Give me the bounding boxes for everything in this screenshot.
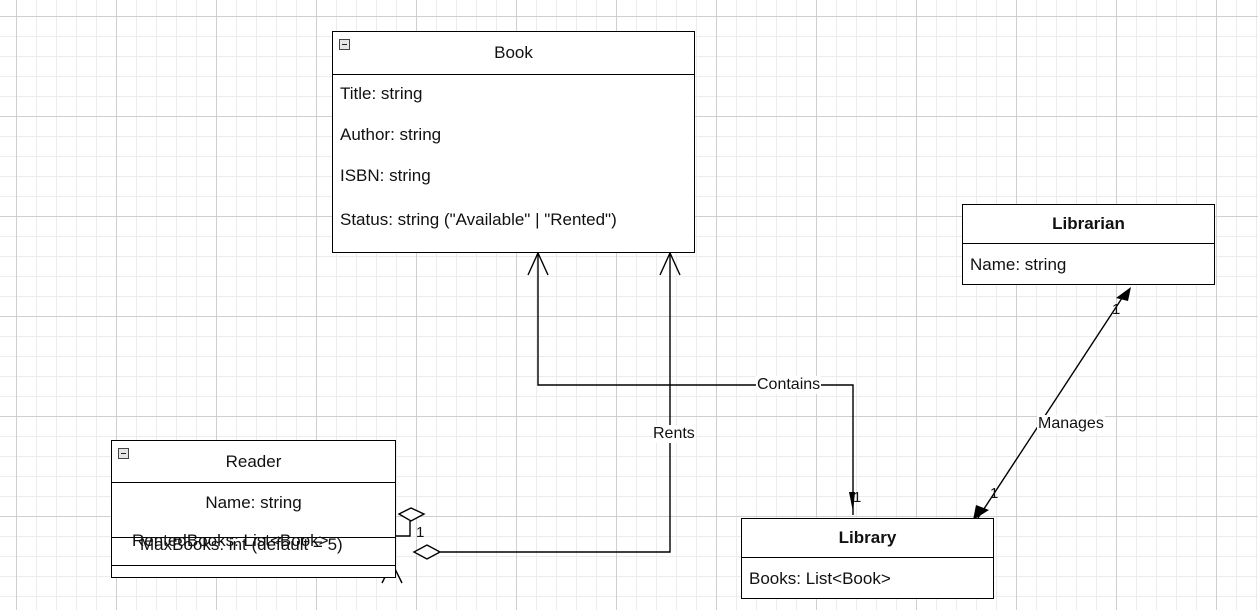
collapse-icon[interactable] (339, 39, 350, 50)
reader-attribute: Name: string (205, 493, 302, 512)
library-class[interactable]: Library Books: List<Book> (741, 518, 994, 599)
reader-attribute: MaxBooks: int (default = 5) (140, 535, 343, 554)
library-class-name: Library (838, 528, 897, 547)
manages-arrowhead-librarian (1116, 287, 1131, 301)
manages-edge (977, 291, 1127, 519)
book-attribute: Author: string (340, 125, 442, 144)
reader-attribute: RentedBooks: List<Book> (132, 531, 329, 550)
rents-label[interactable]: Rents (652, 425, 696, 443)
book-class[interactable]: Book Title: string Author: string ISBN: … (332, 31, 695, 253)
rents-edge (440, 253, 671, 553)
librarian-class[interactable]: Librarian Name: string (962, 204, 1215, 285)
rents-aggregation-diamond (412, 544, 442, 560)
library-class-header: Library (742, 519, 993, 558)
contains-edge (537, 253, 854, 515)
rents-arrowhead (659, 251, 681, 276)
reader-divider (112, 537, 395, 538)
contains-target-arrowhead (849, 492, 855, 512)
library-attribute: Books: List<Book> (749, 569, 891, 588)
reader-class[interactable]: Reader Name: string RentedBooks: List<Bo… (111, 440, 396, 578)
contains-arrowhead (527, 251, 549, 276)
manages-label[interactable]: Manages (1037, 415, 1105, 433)
librarian-class-name: Librarian (1052, 214, 1125, 233)
reader-class-header: Reader (112, 441, 395, 483)
book-class-name: Book (494, 43, 533, 62)
reader-self-aggregation-diamond (397, 507, 426, 522)
book-class-header: Book (333, 32, 694, 75)
book-attribute: Status: string ("Available" | "Rented") (340, 210, 617, 229)
reader-class-name: Reader (225, 451, 282, 471)
manages-multiplicity-library: 1 (990, 485, 999, 502)
manages-multiplicity-librarian: 1 (1112, 301, 1121, 318)
reader-divider (112, 565, 395, 566)
librarian-class-header: Librarian (963, 205, 1214, 244)
collapse-icon[interactable] (118, 448, 129, 459)
book-attribute: ISBN: string (340, 166, 431, 185)
contains-label[interactable]: Contains (756, 376, 822, 394)
contains-multiplicity: 1 (853, 489, 862, 506)
rents-multiplicity: 1 (416, 524, 425, 541)
manages-arrowhead-library (973, 505, 989, 520)
book-attribute: Title: string (340, 84, 423, 103)
librarian-attribute: Name: string (970, 255, 1067, 274)
